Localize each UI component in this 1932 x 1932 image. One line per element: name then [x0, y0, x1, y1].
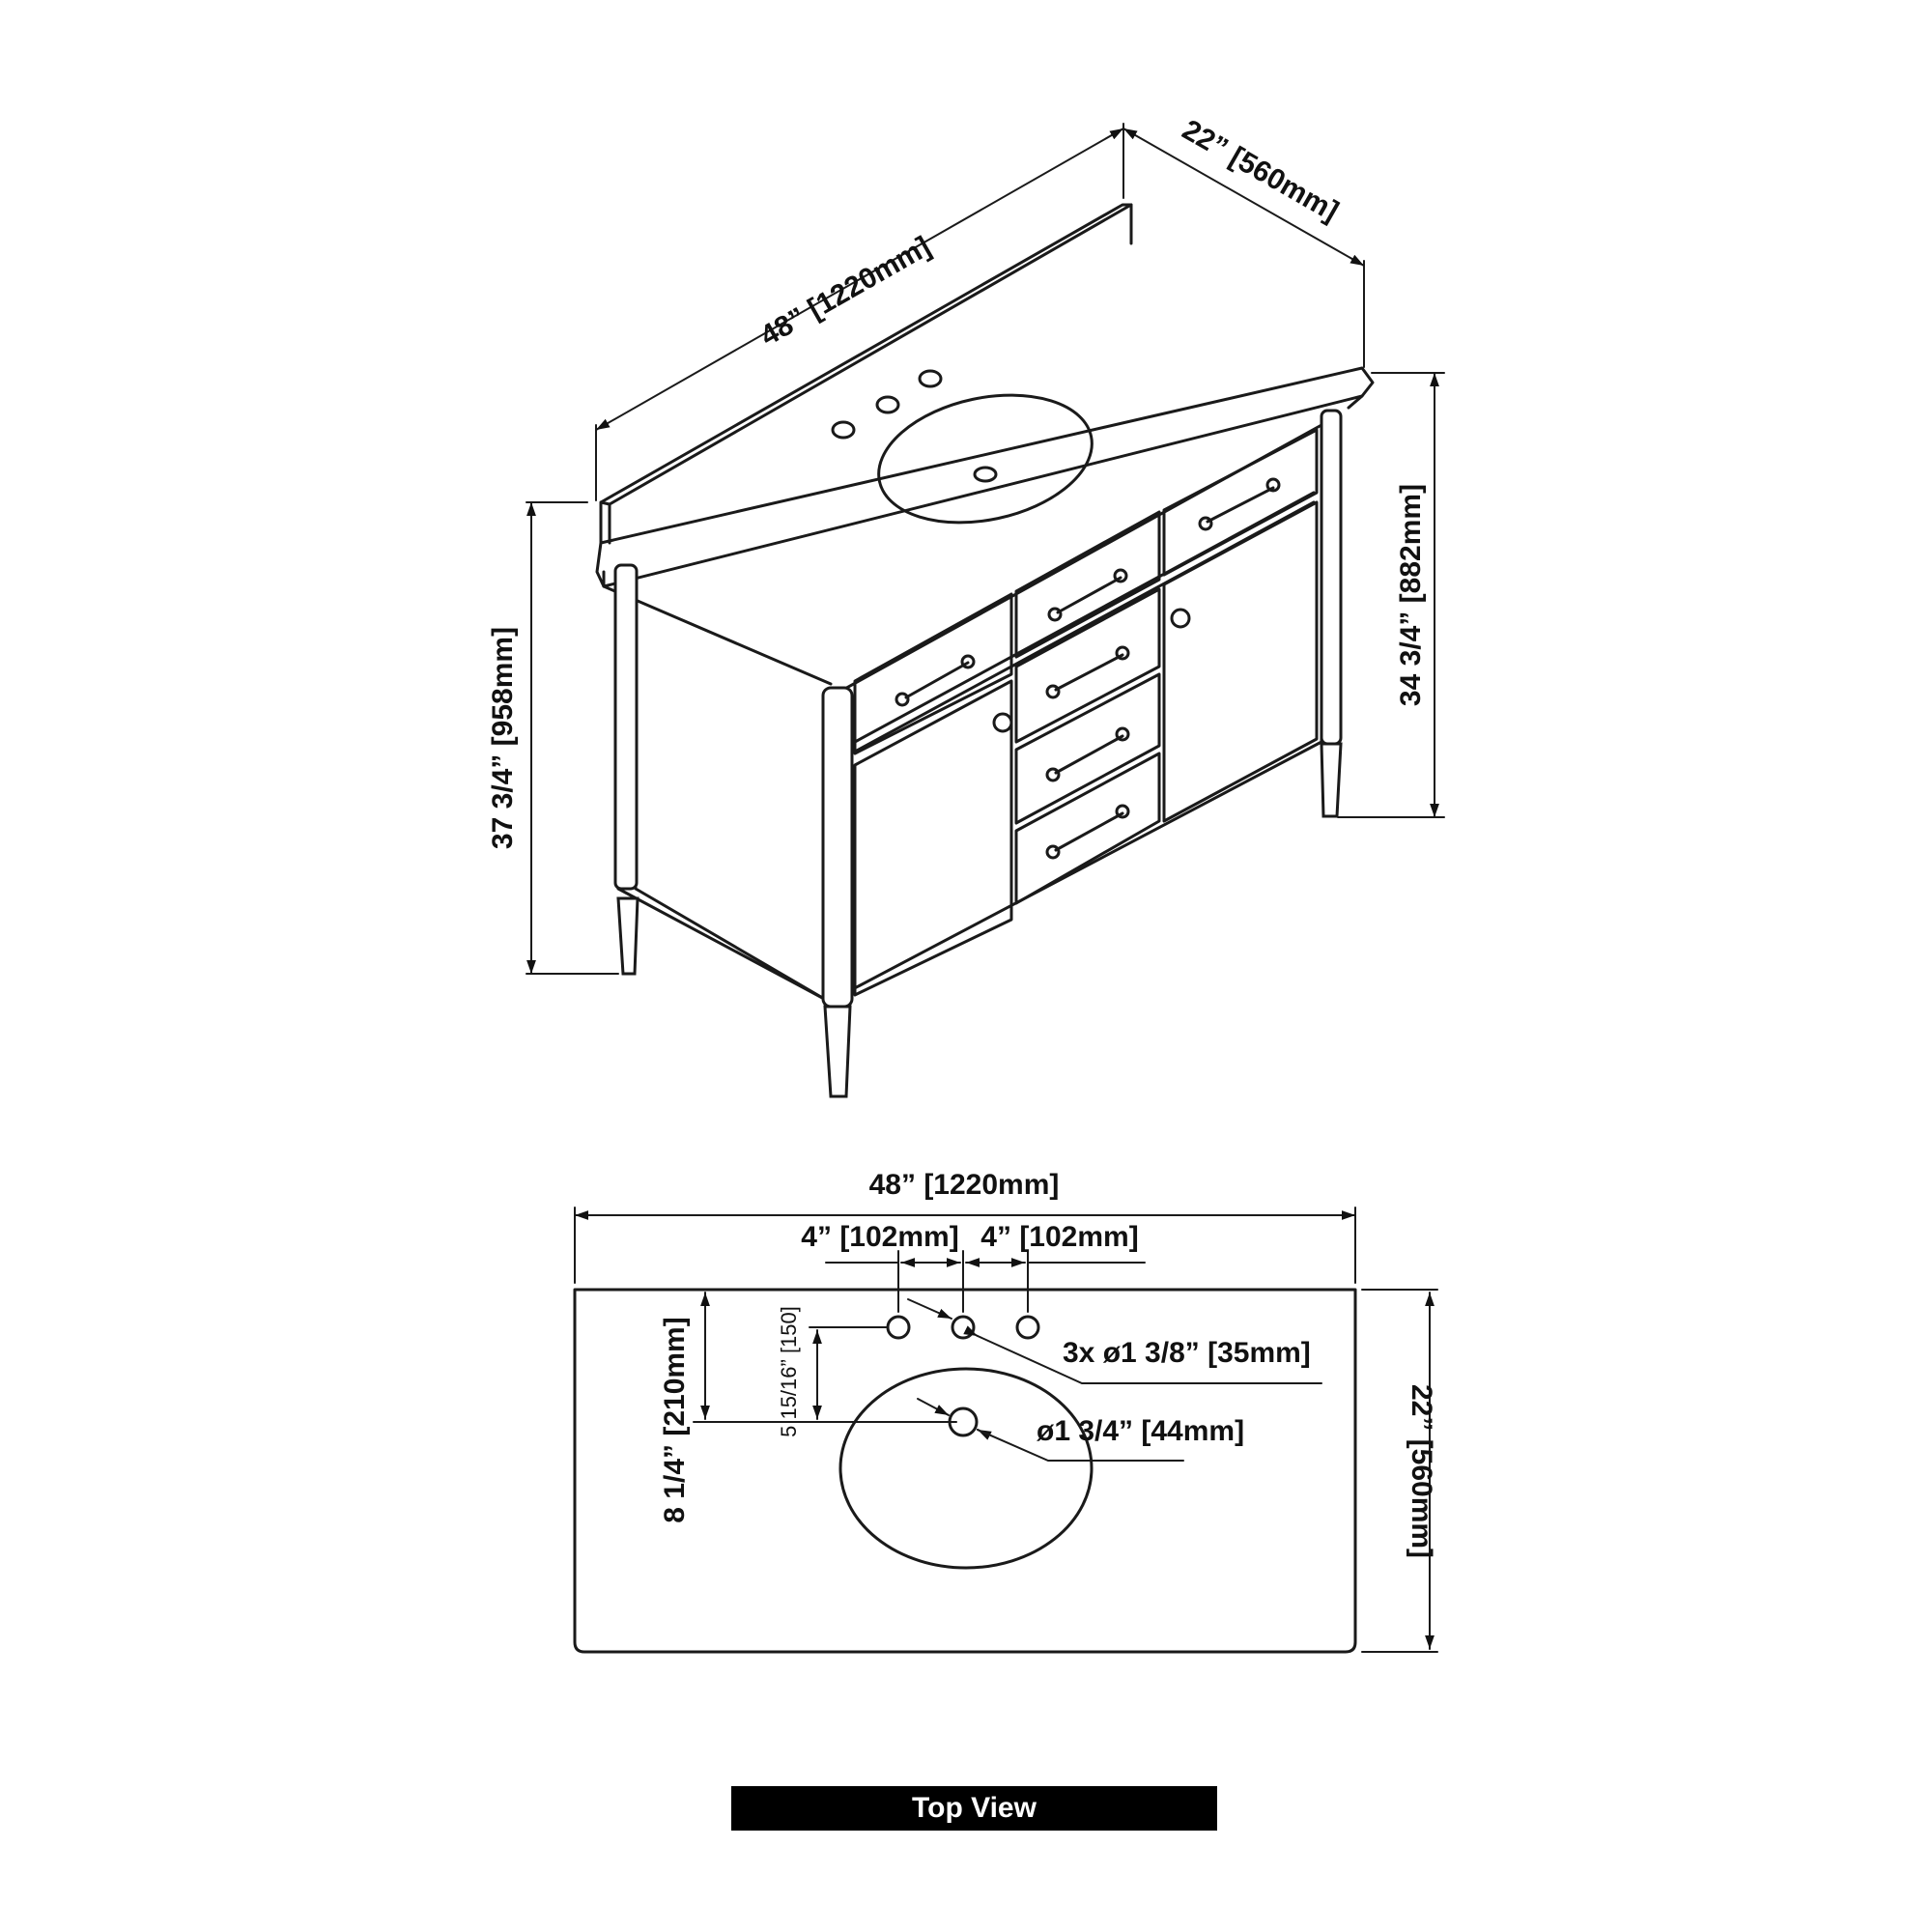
iso-width-label: 48” [1220mm] [755, 231, 936, 353]
faucet-holes-label: 3x ø1 3/8” [35mm] [1063, 1337, 1311, 1369]
faucet-hole-center [951, 1315, 976, 1340]
top-width-dimension: 48” [1220mm] [574, 1169, 1356, 1284]
total-height-dimension-line: 37 3/4” [958mm] [487, 501, 619, 975]
hole-to-drain-dimension: 5 15/16” [150] [777, 1306, 888, 1437]
left-top-drawer [853, 592, 1013, 755]
iso-depth-label: 22” [560mm] [1177, 114, 1344, 228]
iso-total-height-label: 37 3/4” [958mm] [487, 627, 519, 849]
faucet-holes [831, 369, 943, 440]
countertop [595, 366, 1375, 686]
hole-to-drain-label: 5 15/16” [150] [777, 1306, 801, 1437]
left-door-knob [992, 712, 1013, 733]
cabinet-side-panel [616, 582, 828, 1002]
back-left-post [613, 563, 639, 976]
hole-spacing-right-label: 4” [102mm] [980, 1221, 1138, 1253]
view-label: Top View [912, 1792, 1037, 1824]
front-right-post [1320, 409, 1343, 818]
drain-diameter-leader: ø1 3/4” [44mm] [917, 1398, 1244, 1462]
center-drawer-2 [1014, 587, 1161, 744]
backsplash [599, 203, 1133, 545]
view-label-bar: Top View [731, 1786, 1217, 1831]
drain-offset-label: 8 1/4” [210mm] [659, 1317, 691, 1522]
left-door [853, 679, 1013, 997]
faucet-hole-right [1015, 1315, 1040, 1340]
front-left-post [821, 686, 854, 1098]
center-drawer-4 [1014, 752, 1161, 905]
countertop-outline [573, 1288, 1357, 1654]
hole-spacing-dimension: 4” [102mm] 4” [102mm] [801, 1221, 1146, 1313]
top-depth-label: 22” [560mm] [1406, 1384, 1437, 1558]
right-door-knob [1170, 608, 1191, 629]
right-top-drawer [1162, 428, 1319, 577]
drain-hole [973, 466, 998, 483]
top-view-sink-basin [838, 1367, 1094, 1570]
center-drawer-3 [1014, 672, 1161, 825]
top-width-label: 48” [1220mm] [869, 1169, 1060, 1201]
drain-label: ø1 3/4” [44mm] [1037, 1415, 1244, 1447]
center-drawer-1 [1014, 510, 1161, 659]
faucet-hole-diameter-leader: 3x ø1 3/8” [35mm] [907, 1298, 1322, 1384]
right-door [1162, 500, 1319, 823]
isometric-vanity-view: 48” [1220mm] 22” [560mm] 37 3/4” [958mm]… [487, 114, 1445, 1098]
hole-spacing-left-label: 4” [102mm] [801, 1221, 958, 1253]
faucet-hole-left [886, 1315, 911, 1340]
width-dimension-line: 48” [1220mm] [595, 123, 1124, 501]
drain-offset-dimension: 8 1/4” [210mm] [659, 1292, 957, 1523]
cabinet-height-dimension-line: 34 3/4” [882mm] [1337, 372, 1445, 818]
top-depth-dimension: 22” [560mm] [1361, 1289, 1438, 1653]
top-view: 48” [1220mm] 4” [102mm] 4” [102mm] 3x ø1… [573, 1169, 1438, 1654]
depth-dimension-line: 22” [560mm] [1122, 114, 1365, 368]
iso-cabinet-height-label: 34 3/4” [882mm] [1395, 484, 1427, 706]
sink-basin [877, 393, 1094, 525]
